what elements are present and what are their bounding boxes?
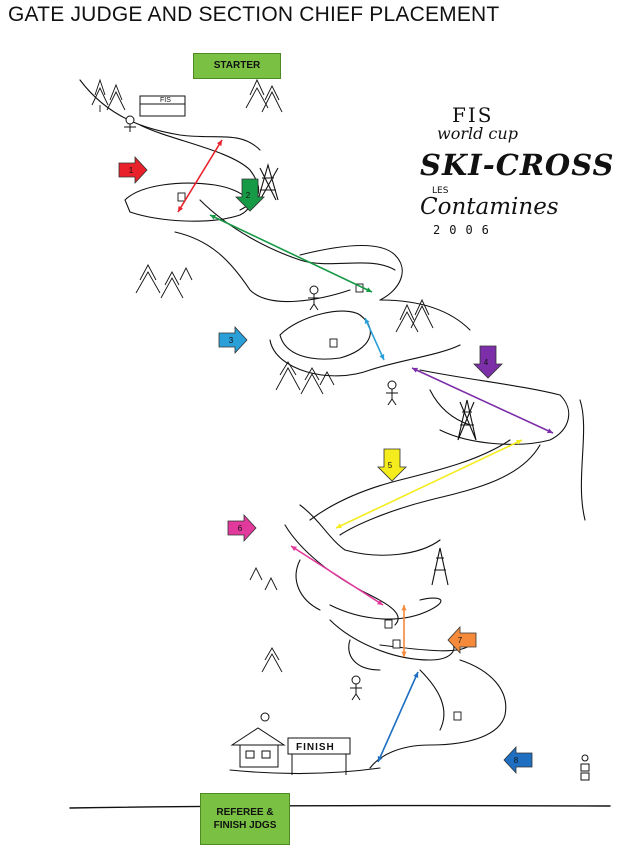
judges <box>124 115 398 701</box>
section-arrow-7 <box>447 625 477 655</box>
section-arrow-4 <box>473 345 503 379</box>
sightline-2-head-2 <box>366 287 372 293</box>
section-arrow-1 <box>118 155 148 185</box>
section-arrow-8 <box>503 745 533 775</box>
section-number-8: 8 <box>514 756 519 765</box>
sightline-4-head-2 <box>547 428 553 434</box>
section-number-7: 7 <box>458 636 463 645</box>
terrain-sketch <box>69 79 611 809</box>
referee-label-line1: REFEREE & <box>216 806 274 818</box>
judge-sightlines <box>177 139 554 763</box>
finish-hut <box>230 712 351 775</box>
hut-sign: FIS <box>160 97 171 104</box>
towers <box>257 162 477 586</box>
sightline-8-head-2 <box>377 756 383 762</box>
referee-label-line2: FINISH JDGS <box>213 820 277 831</box>
section-arrow-3 <box>218 325 248 355</box>
section-number-5: 5 <box>388 461 393 470</box>
section-number-2: 2 <box>246 191 251 200</box>
logo-ski-cross: SKI-CROSS <box>420 148 615 182</box>
sightline-5-head-1 <box>516 439 522 445</box>
section-arrow-6 <box>227 513 257 543</box>
sightline-3 <box>364 317 385 361</box>
sightline-5-head-2 <box>336 523 342 529</box>
sightline-5 <box>335 439 523 529</box>
sightline-7-head-1 <box>401 605 407 611</box>
finish-sign: FINISH <box>296 742 335 753</box>
section-arrow-2 <box>235 178 265 212</box>
referee-callout: REFEREE & FINISH JDGS <box>200 793 290 845</box>
start-hut <box>139 95 186 117</box>
sightline-2 <box>209 214 373 293</box>
logo-year: 2006 <box>433 223 498 237</box>
sightline-8 <box>377 671 419 763</box>
section-arrow-5 <box>377 448 407 482</box>
sightline-4 <box>411 367 554 434</box>
section-number-6: 6 <box>238 524 243 533</box>
logo-contamines: Contamines <box>420 194 559 220</box>
gate-flags <box>177 192 462 721</box>
sightline-7-head-2 <box>401 651 407 657</box>
sightline-1-head-2 <box>216 140 222 146</box>
section-number-4: 4 <box>484 358 489 367</box>
sightline-6-head-2 <box>377 599 383 605</box>
starter-callout: STARTER <box>193 53 281 79</box>
sightline-3-head-2 <box>379 354 385 360</box>
sightline-1 <box>177 139 223 213</box>
page-title: GATE JUDGE AND SECTION CHIEF PLACEMENT <box>8 3 500 26</box>
sightline-6-head-1 <box>291 546 297 552</box>
sightline-4-head-1 <box>412 367 418 373</box>
sightline-2-head-1 <box>210 214 216 220</box>
sightline-1-head-1 <box>178 206 184 212</box>
logo-les: LES <box>432 186 449 196</box>
artist-mark <box>580 754 590 781</box>
sightline-8-head-1 <box>413 672 419 678</box>
logo-world-cup: world cup <box>437 124 518 143</box>
logo-fis: FIS <box>452 103 494 127</box>
trees <box>91 78 434 673</box>
sightline-6 <box>290 545 384 606</box>
sightline-3-head-1 <box>364 318 370 324</box>
starter-label: STARTER <box>213 60 261 72</box>
section-number-3: 3 <box>229 336 234 345</box>
section-arrows: 1 2 3 4 5 6 7 8 <box>118 155 533 775</box>
section-number-1: 1 <box>129 166 134 175</box>
